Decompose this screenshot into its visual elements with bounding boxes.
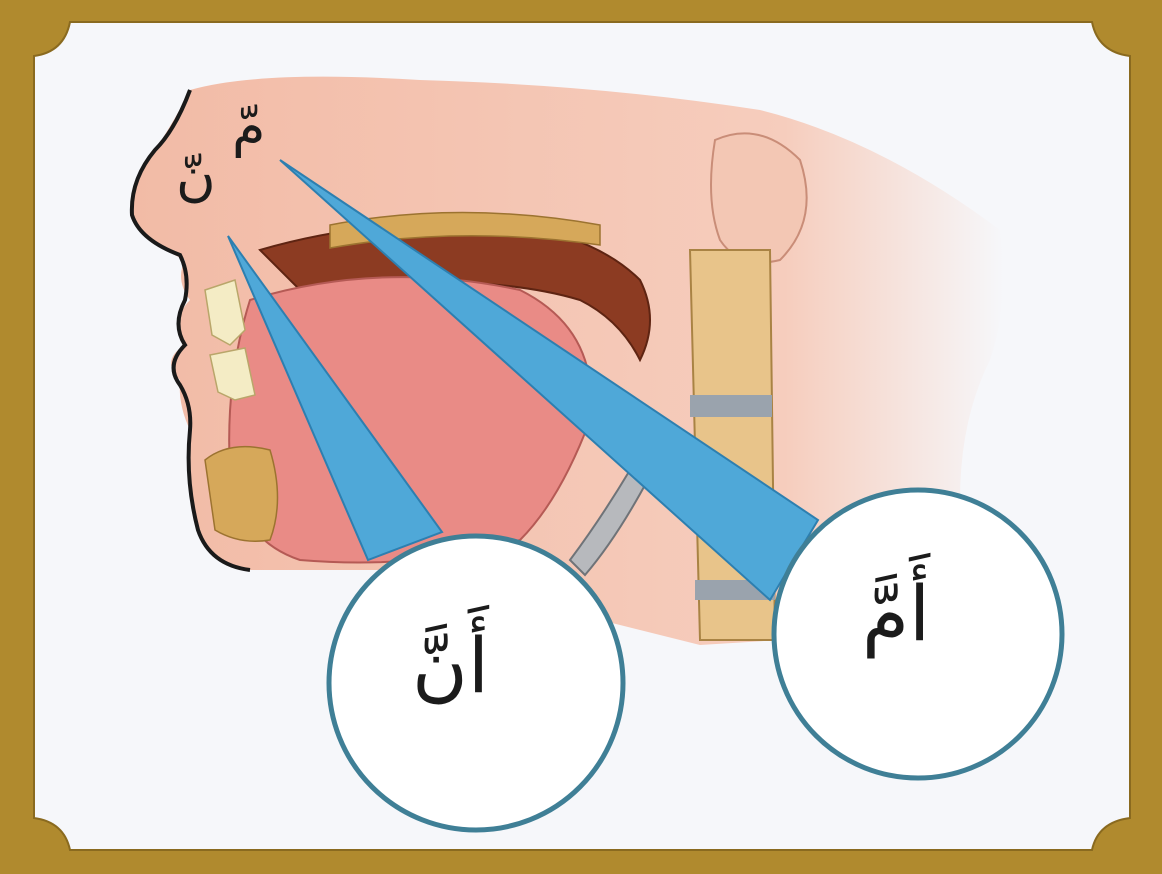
label-meem-shadda: مّ [232, 100, 265, 154]
vertebra-disc [690, 395, 772, 417]
label-noon-shadda: نّ [176, 150, 216, 204]
callout-text-amma: أَمَّ [862, 576, 930, 652]
callout-text-anna: أَنَّ [412, 628, 489, 704]
ear [711, 133, 807, 262]
jaw-bone [205, 447, 278, 542]
